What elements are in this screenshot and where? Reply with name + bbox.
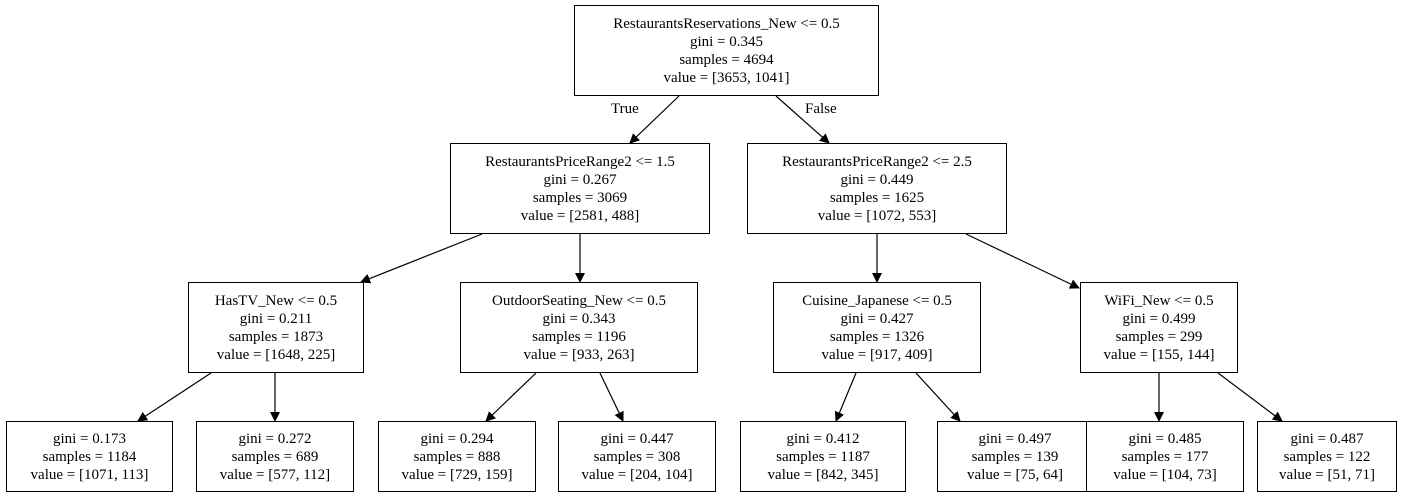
node-line: gini = 0.485 <box>1128 430 1202 447</box>
edge-arrow-n0-n1 <box>629 95 680 144</box>
node-line: samples = 1873 <box>228 328 324 345</box>
node-line: gini = 0.272 <box>238 430 312 447</box>
node-line: samples = 689 <box>231 448 319 465</box>
node-line: samples = 3069 <box>532 189 628 206</box>
node-line: gini = 0.497 <box>978 430 1052 447</box>
node-line: gini = 0.343 <box>542 310 616 327</box>
node-line: gini = 0.447 <box>600 430 674 447</box>
node-line: gini = 0.294 <box>420 430 494 447</box>
node-line: WiFi_New <= 0.5 <box>1104 292 1214 309</box>
node-line: samples = 888 <box>413 448 501 465</box>
node-line: value = [3653, 1041] <box>663 69 790 86</box>
node-line: value = [1648, 225] <box>216 346 336 363</box>
node-line: gini = 0.211 <box>239 310 313 327</box>
edge-arrow-n5-n11 <box>834 372 857 422</box>
node-line: samples = 1625 <box>829 189 925 206</box>
node-line: samples = 139 <box>971 448 1059 465</box>
edge-arrow-n1-n3 <box>360 233 483 284</box>
node-line: gini = 0.345 <box>689 33 764 50</box>
node-line: value = [1071, 113] <box>30 466 149 483</box>
node-line: samples = 1184 <box>42 448 137 465</box>
node-line: value = [75, 64] <box>967 466 1063 483</box>
node-line: OutdoorSeating_New <= 0.5 <box>492 292 666 309</box>
node-line: gini = 0.267 <box>543 171 617 188</box>
edge-arrow-n6-n14 <box>1217 372 1283 422</box>
node-line: gini = 0.412 <box>786 430 860 447</box>
node-line: gini = 0.499 <box>1122 310 1196 327</box>
node-line: value = [104, 73] <box>1113 466 1217 483</box>
edge-arrow-n4-n9 <box>485 372 537 422</box>
node-line: RestaurantsPriceRange2 <= 2.5 <box>782 153 972 170</box>
node-line: value = [577, 112] <box>219 466 331 483</box>
edge-label-true: True <box>611 101 639 117</box>
node-line: HasTV_New <= 0.5 <box>214 292 338 309</box>
node-line: RestaurantsPriceRange2 <= 1.5 <box>485 153 675 170</box>
node-line: value = [917, 409] <box>821 346 933 363</box>
node-line: gini = 0.427 <box>840 310 914 327</box>
node-line: value = [51, 71] <box>1279 466 1375 483</box>
edge-arrow-n4-n10 <box>599 372 624 422</box>
node-line: value = [842, 345] <box>767 466 879 483</box>
node-line: samples = 122 <box>1283 448 1371 465</box>
node-line: value = [729, 159] <box>401 466 513 483</box>
node-line: gini = 0.173 <box>52 430 127 447</box>
node-line: samples = 4694 <box>679 51 774 68</box>
node-line: value = [2581, 488] <box>520 207 640 224</box>
node-line: gini = 0.487 <box>1290 430 1364 447</box>
node-line: samples = 1326 <box>829 328 925 345</box>
edge-arrow-n5-n12 <box>915 372 961 422</box>
node-line: value = [1072, 553] <box>817 207 937 224</box>
node-line: samples = 308 <box>593 448 681 465</box>
edge-arrow-n0-n2 <box>775 95 830 144</box>
edge-label-false: False <box>805 101 837 117</box>
node-line: value = [933, 263] <box>523 346 635 363</box>
node-line: samples = 177 <box>1121 448 1209 465</box>
node-line: RestaurantsReservations_New <= 0.5 <box>613 15 840 32</box>
node-line: value = [204, 104] <box>581 466 693 483</box>
node-line: samples = 1187 <box>776 448 870 465</box>
edge-arrow-n3-n7 <box>137 372 212 422</box>
node-line: gini = 0.449 <box>840 171 914 188</box>
edge-arrow-n2-n6 <box>965 233 1080 289</box>
node-line: samples = 299 <box>1115 328 1203 345</box>
node-line: Cuisine_Japanese <= 0.5 <box>802 292 952 309</box>
node-line: samples = 1196 <box>532 328 626 345</box>
node-line: value = [155, 144] <box>1103 346 1215 363</box>
